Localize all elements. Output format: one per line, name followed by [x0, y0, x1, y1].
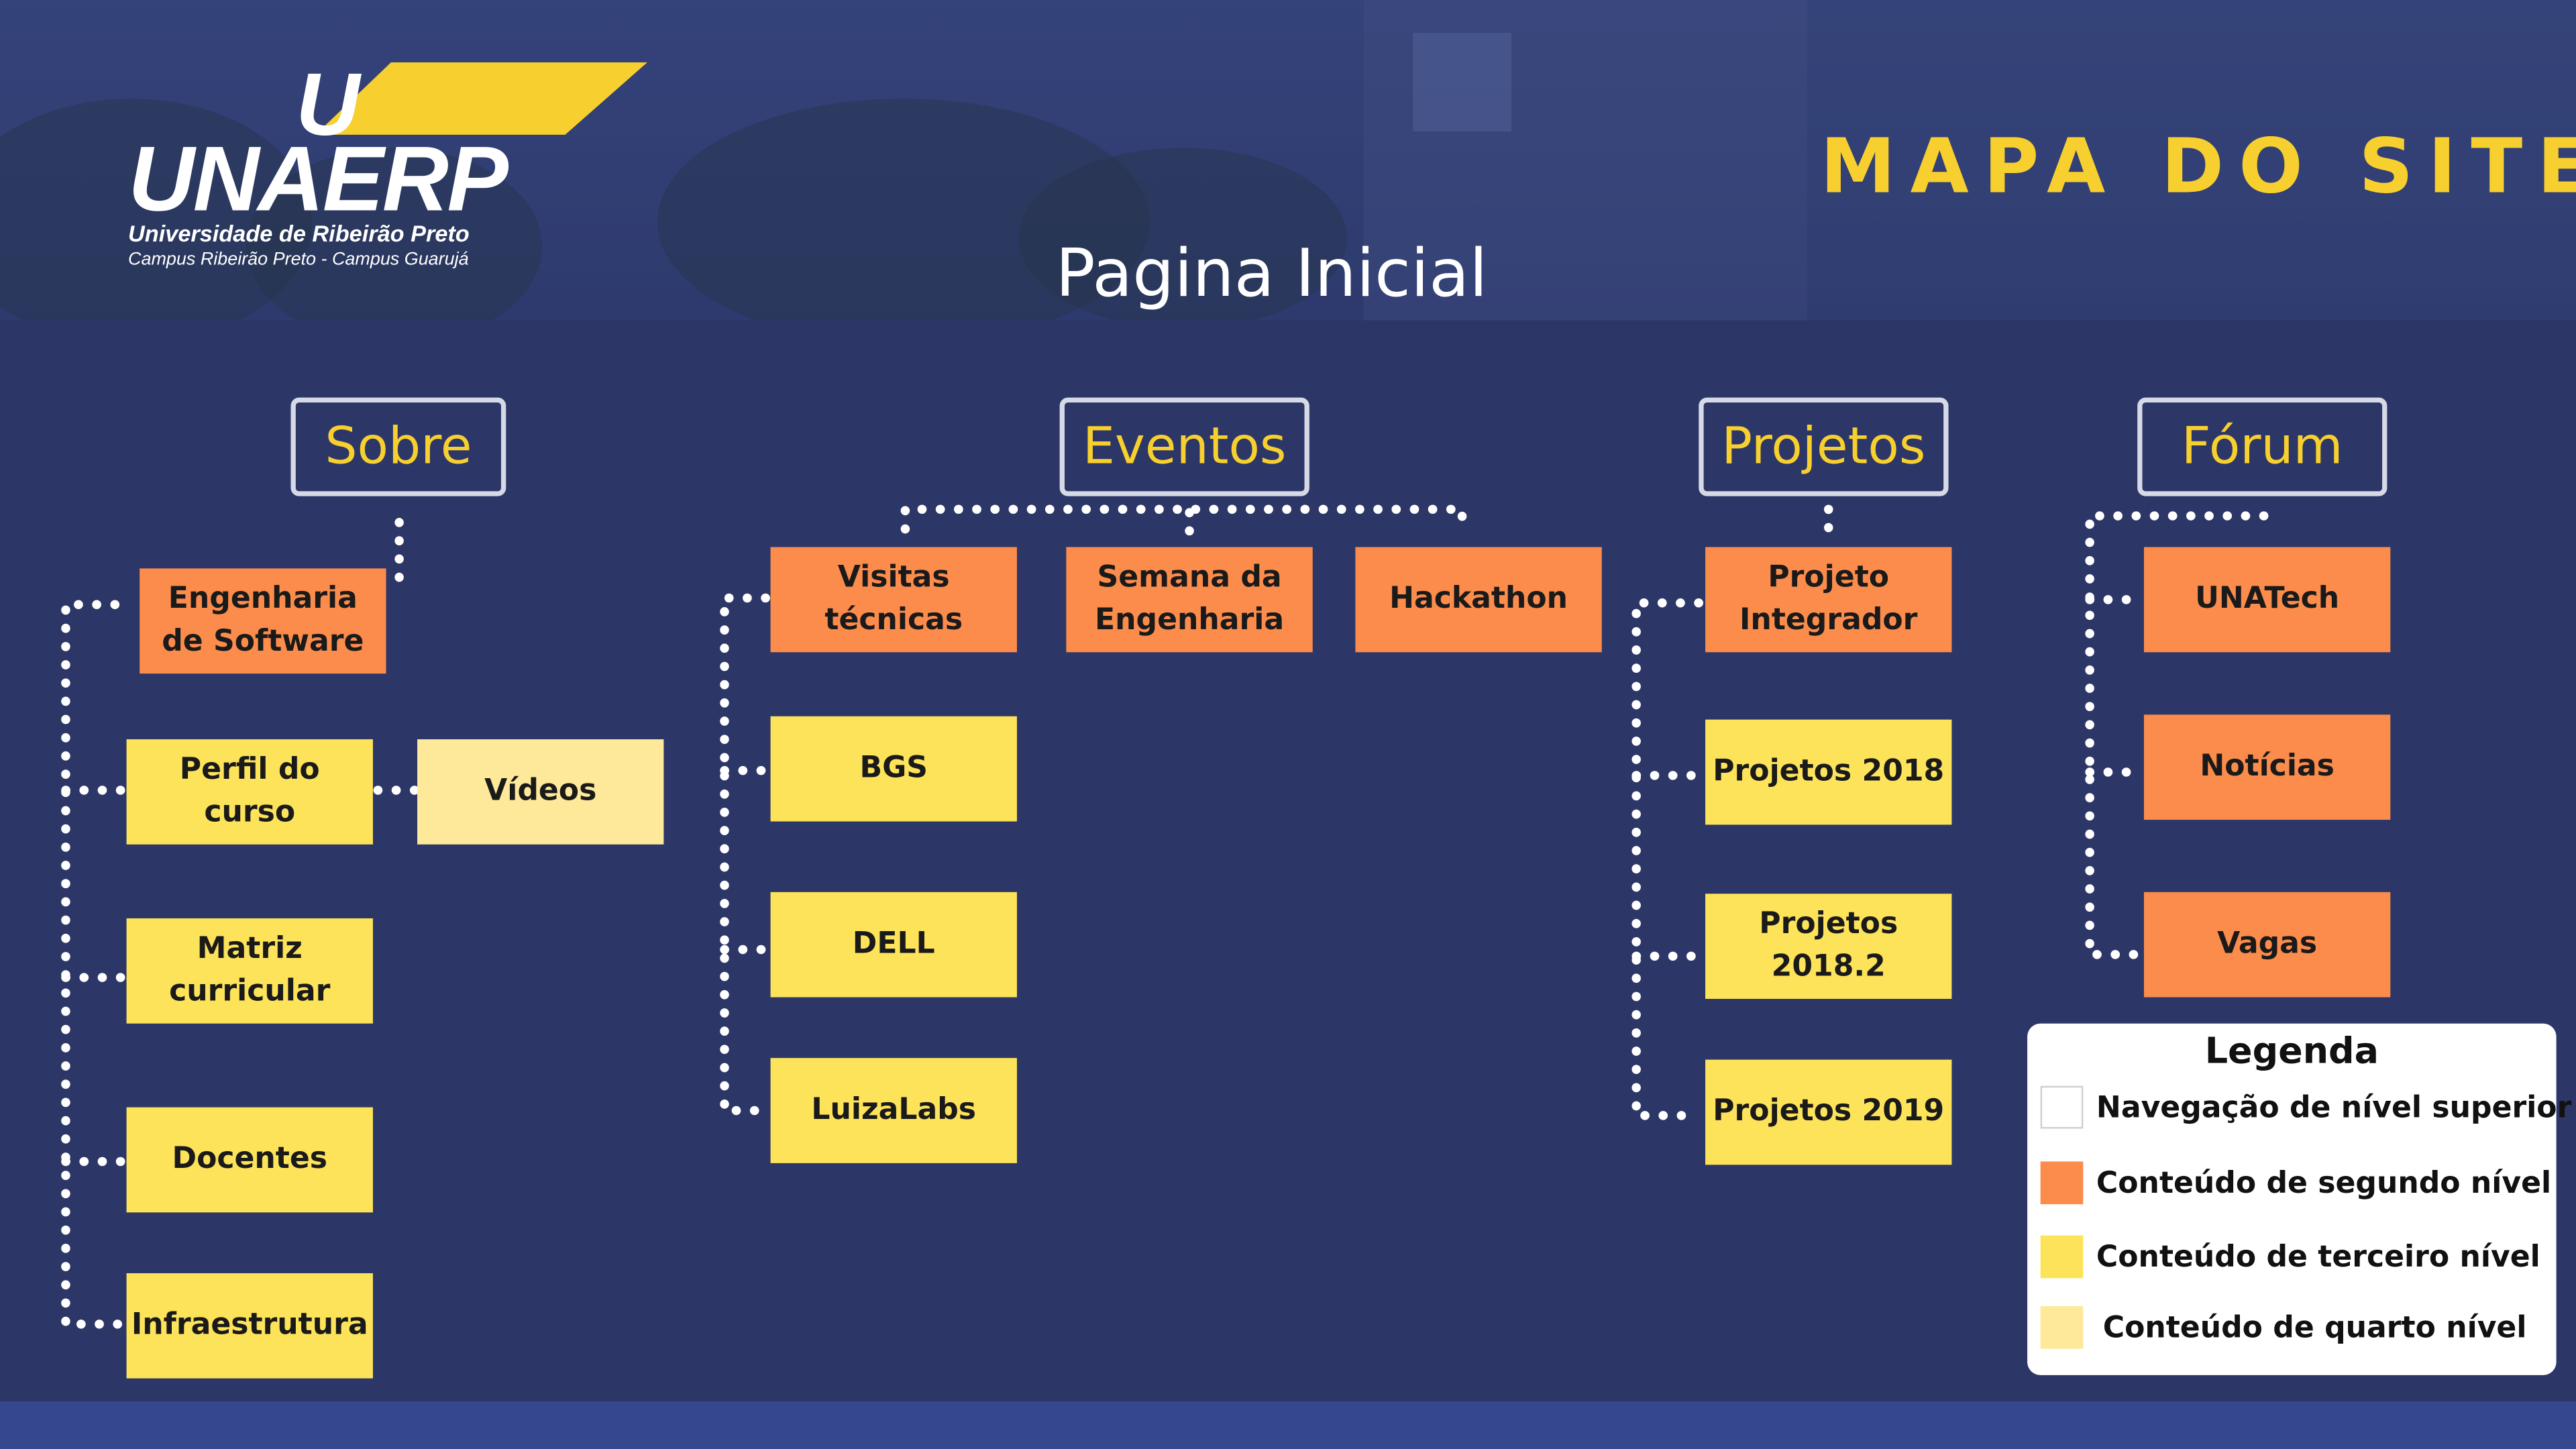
legend-label: Conteúdo de quarto nível — [2102, 1310, 2527, 1345]
node-infraestrutura[interactable]: Infraestrutura — [126, 1273, 373, 1379]
legend-swatch-second-level — [2040, 1161, 2084, 1205]
node-docentes[interactable]: Docentes — [126, 1107, 373, 1213]
legend-label: Navegação de nível superior — [2096, 1089, 2572, 1125]
logo-mark: U — [296, 59, 362, 154]
node-engenharia-de-software[interactable]: Engenharia de Software — [140, 568, 386, 674]
nav-forum[interactable]: Fórum — [2137, 397, 2387, 496]
node-bgs[interactable]: BGS — [770, 716, 1017, 822]
node-vagas[interactable]: Vagas — [2143, 892, 2391, 998]
node-visitas-tecnicas[interactable]: Visitas técnicas — [770, 547, 1017, 653]
header-banner — [0, 0, 2576, 321]
nav-projetos[interactable]: Projetos — [1699, 397, 1949, 496]
node-projeto-integrador[interactable]: Projeto Integrador — [1705, 547, 1952, 653]
legend-item-second-level: Conteúdo de segundo nível — [2040, 1161, 2552, 1205]
node-videos[interactable]: Vídeos — [417, 739, 664, 845]
legend-item-fourth-level: Conteúdo de quarto nível — [2040, 1305, 2527, 1349]
legend-label: Conteúdo de terceiro nível — [2096, 1239, 2540, 1275]
node-projetos-2019[interactable]: Projetos 2019 — [1705, 1059, 1952, 1165]
node-semana-da-engenharia[interactable]: Semana da Engenharia — [1066, 547, 1313, 653]
node-perfil-do-curso[interactable]: Perfil do curso — [126, 739, 373, 845]
node-projetos-2018[interactable]: Projetos 2018 — [1705, 719, 1952, 825]
logo-wordmark: UNAERP — [128, 126, 508, 230]
logo-swoosh-icon: U — [296, 59, 647, 154]
legend-label: Conteúdo de segundo nível — [2096, 1165, 2552, 1200]
legend-swatch-top-level — [2040, 1085, 2084, 1129]
legend-swatch-third-level — [2040, 1235, 2084, 1279]
home-page-link[interactable]: Pagina Inicial — [1055, 236, 1488, 313]
legend-panel: Legenda Navegação de nível superior Cont… — [2027, 1023, 2571, 1375]
campus-list: Campus Ribeirão Preto - Campus Guarujá — [128, 250, 469, 270]
node-unatech[interactable]: UNATech — [2143, 547, 2391, 653]
node-projetos-2018-2[interactable]: Projetos 2018.2 — [1705, 894, 1952, 999]
nav-eventos[interactable]: Eventos — [1059, 397, 1309, 496]
footer-band — [0, 1401, 2576, 1449]
unaerp-logo[interactable]: U UNAERP Universidade de Ribeirão Preto … — [125, 59, 667, 281]
node-noticias[interactable]: Notícias — [2143, 714, 2391, 820]
node-luizalabs[interactable]: LuizaLabs — [770, 1058, 1017, 1163]
legend-item-top-level: Navegação de nível superior — [2040, 1085, 2572, 1129]
legend-title: Legenda — [2204, 1031, 2379, 1073]
node-hackathon[interactable]: Hackathon — [1355, 547, 1602, 653]
legend-swatch-fourth-level — [2040, 1305, 2084, 1349]
node-dell[interactable]: DELL — [770, 892, 1017, 998]
university-name: Universidade de Ribeirão Preto — [128, 220, 470, 247]
nav-sobre[interactable]: Sobre — [290, 397, 506, 496]
legend-item-third-level: Conteúdo de terceiro nível — [2040, 1235, 2540, 1279]
node-matriz-curricular[interactable]: Matriz curricular — [126, 918, 373, 1024]
page-title: MAPA DO SITE — [1820, 121, 2576, 211]
